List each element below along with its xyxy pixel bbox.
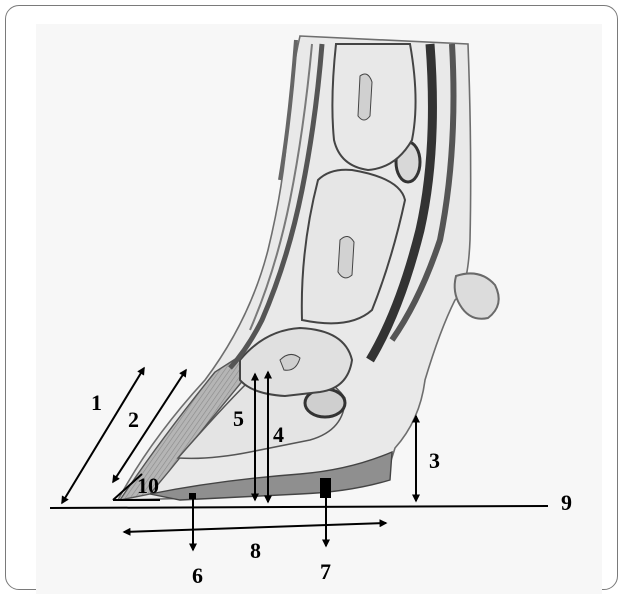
- marker-7-block: [320, 478, 331, 498]
- label-5: 5: [233, 408, 244, 430]
- label-8: 8: [250, 540, 261, 562]
- label-9: 9: [561, 492, 572, 514]
- arrow-8: [124, 523, 386, 532]
- cannon-bone: [332, 44, 415, 170]
- label-6: 6: [192, 565, 203, 587]
- label-2: 2: [128, 409, 139, 431]
- label-7: 7: [320, 561, 331, 583]
- label-4: 4: [273, 424, 284, 446]
- label-3: 3: [429, 450, 440, 472]
- label-1: 1: [91, 392, 102, 414]
- ground-line-9: [50, 506, 548, 508]
- marker-6-block: [189, 493, 196, 499]
- label-10: 10: [137, 475, 159, 497]
- ergot: [455, 273, 499, 318]
